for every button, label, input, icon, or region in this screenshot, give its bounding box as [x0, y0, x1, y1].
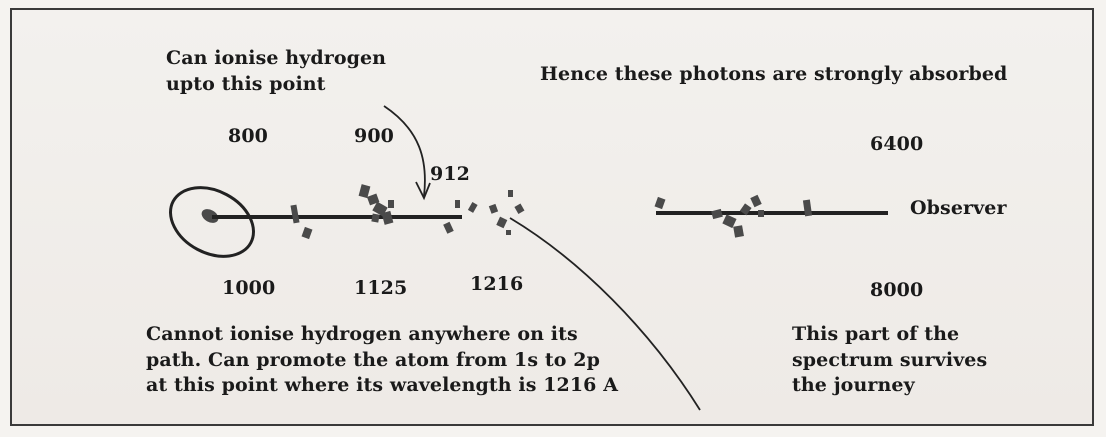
- observer-label: Observer: [910, 197, 1007, 219]
- absorbed-note: Hence these photons are strongly absorbe…: [540, 63, 1008, 85]
- wavelength-6400: 6400: [870, 133, 924, 155]
- survives-note: This part of the spectrum survives the j…: [792, 322, 987, 399]
- hydrogen-clouds-left: [290, 184, 525, 240]
- cannot-ionise-line-3: at this point where its wavelength is 12…: [146, 374, 619, 397]
- ionise-limit-note: Can ionise hydrogen upto this point: [166, 46, 386, 97]
- source-galaxy-ellipse: [169, 186, 255, 258]
- survives-line-2: spectrum survives: [792, 348, 988, 371]
- hydrogen-clouds-right: [654, 194, 813, 238]
- source-galaxy-core: [201, 209, 219, 223]
- survives-line-3: the journey: [792, 374, 915, 397]
- ionise-limit-arrow: [383, 105, 426, 197]
- ionise-limit-line-1: Can ionise hydrogen: [166, 47, 387, 69]
- wavelength-900: 900: [354, 125, 394, 147]
- figure-frame: [10, 8, 1094, 426]
- survives-line-1: This part of the: [792, 323, 960, 345]
- ionise-limit-line-2: upto this point: [166, 72, 326, 95]
- cannot-ionise-line-1: Cannot ionise hydrogen anywhere on its: [146, 323, 578, 345]
- lyman-alpha-pointer-line: [509, 217, 701, 411]
- wavelength-800: 800: [228, 125, 268, 147]
- cannot-ionise-line-2: path. Can promote the atom from 1s to 2p: [146, 348, 600, 371]
- wavelength-1216: 1216: [470, 273, 524, 295]
- ionise-limit-arrowhead: [415, 181, 431, 201]
- cannot-ionise-note: Cannot ionise hydrogen anywhere on its p…: [146, 322, 618, 399]
- wavelength-8000: 8000: [870, 279, 924, 301]
- wavelength-912: 912: [430, 163, 470, 185]
- wavelength-1000: 1000: [222, 277, 276, 299]
- wavelength-1125: 1125: [354, 277, 408, 299]
